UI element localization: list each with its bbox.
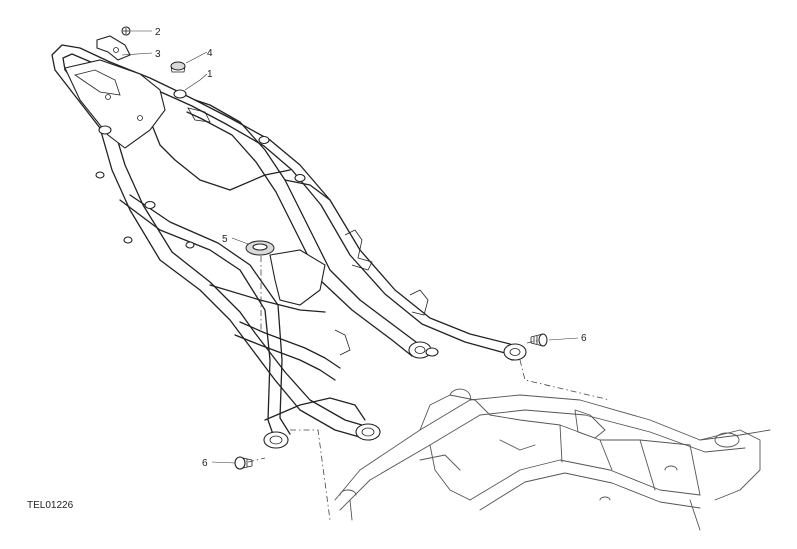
callout-6-right: 6 xyxy=(581,333,587,344)
rear-subframe xyxy=(51,35,527,449)
part-2-screw xyxy=(121,26,131,36)
callout-leaders xyxy=(121,30,579,464)
callout-6-left: 6 xyxy=(202,458,208,469)
part-5-grommet xyxy=(245,240,275,256)
part-6-bolt-right xyxy=(530,333,548,347)
main-frame-outline xyxy=(334,388,771,531)
callout-1: 1 xyxy=(207,69,213,80)
callout-4: 4 xyxy=(207,48,213,59)
part-6-bolt-left xyxy=(234,456,253,470)
callout-5: 5 xyxy=(222,234,228,245)
callout-2: 2 xyxy=(155,27,161,38)
callout-3: 3 xyxy=(155,49,161,60)
part-4-rubber-cap xyxy=(170,61,186,73)
drawing-code: TEL01226 xyxy=(27,500,74,511)
callout-labels: 1 2 3 4 5 6 6 xyxy=(155,27,587,469)
assembly-guide-lines xyxy=(247,256,611,521)
